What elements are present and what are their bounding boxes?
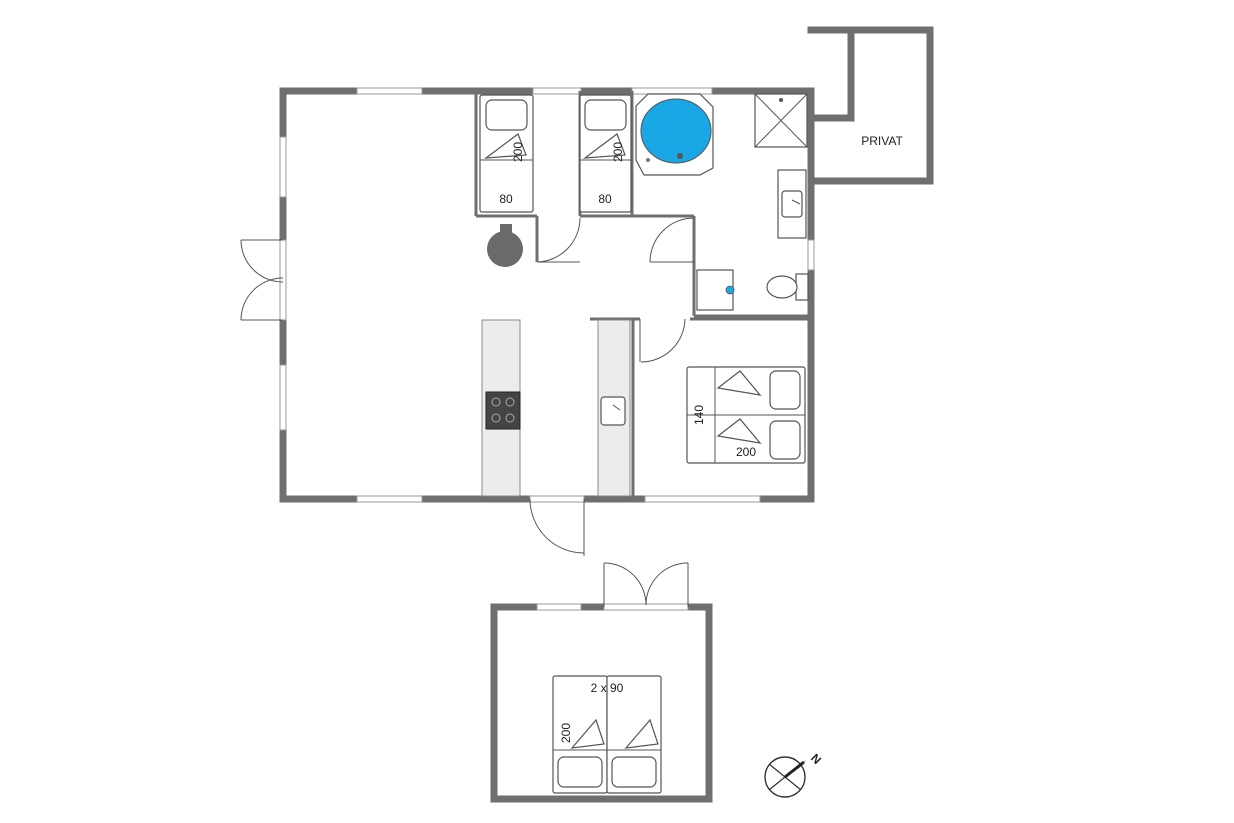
interior-doors bbox=[536, 217, 695, 363]
bathroom-sink-icon bbox=[777, 169, 807, 239]
annex-walls bbox=[490, 603, 713, 803]
annex-twin-beds: 2 x 90 200 bbox=[552, 675, 662, 794]
shower-icon bbox=[754, 93, 808, 148]
compass-icon: N bbox=[764, 751, 824, 798]
west-double-door bbox=[240, 239, 287, 321]
wood-stove-icon bbox=[487, 224, 523, 267]
washing-machine-icon bbox=[696, 269, 735, 311]
double-bed: 140 200 bbox=[686, 366, 806, 464]
sink-icon bbox=[600, 396, 626, 426]
annex-beds-label: 2 x 90 bbox=[591, 681, 624, 695]
spa-bath-icon bbox=[635, 93, 714, 176]
single-bed-2: 200 80 bbox=[579, 94, 632, 213]
single-bed-1: 200 80 bbox=[479, 94, 534, 213]
bed2-length-label: 200 bbox=[611, 142, 625, 162]
bed1-width-label: 80 bbox=[499, 192, 513, 206]
east-window bbox=[807, 239, 815, 271]
compass-north-label: N bbox=[808, 751, 824, 767]
stove-icon bbox=[485, 391, 521, 430]
double-bed-width-label: 140 bbox=[692, 405, 706, 425]
annex-double-door bbox=[603, 562, 689, 607]
south-windows bbox=[356, 495, 761, 503]
private-terrace: PRIVAT bbox=[807, 26, 934, 185]
double-bed-length-label: 200 bbox=[736, 445, 756, 459]
privat-label: PRIVAT bbox=[861, 134, 903, 148]
annex-bed-length-label: 200 bbox=[559, 723, 573, 743]
toilet-icon bbox=[766, 273, 809, 301]
west-windows bbox=[279, 136, 287, 431]
north-windows bbox=[356, 87, 713, 95]
bed1-length-label: 200 bbox=[511, 142, 525, 162]
south-door bbox=[529, 495, 585, 556]
bed2-width-label: 80 bbox=[598, 192, 612, 206]
